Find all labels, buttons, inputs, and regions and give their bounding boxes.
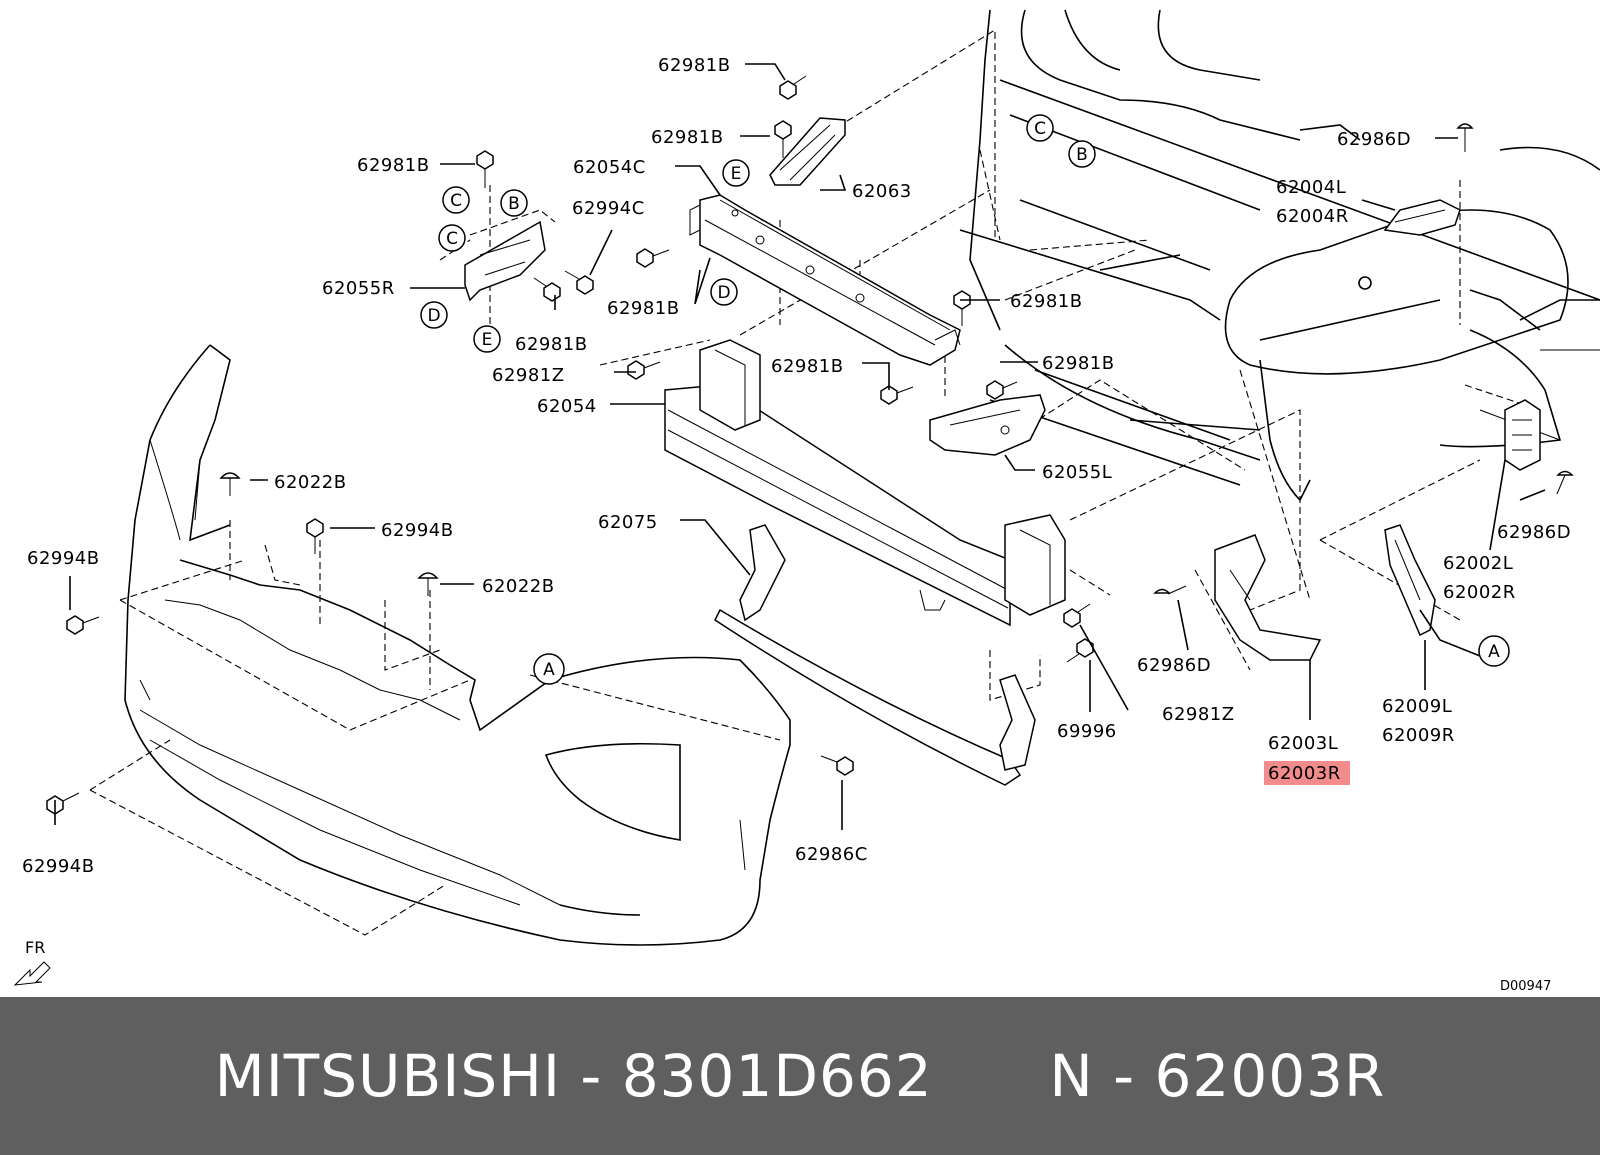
- bracket-62063: [769, 117, 846, 186]
- label-62986d-3: 62986D: [1137, 655, 1211, 676]
- callout-circles: C B C C B D E E D A A: [420, 114, 1510, 685]
- label-62994b-1: 62994B: [381, 520, 454, 541]
- upper-beam-62054c: [689, 194, 961, 366]
- label-62986d-1: 62986D: [1337, 129, 1411, 150]
- bracket-62009: [1384, 524, 1436, 637]
- label-62055l: 62055L: [1042, 462, 1112, 483]
- label-62022b-1: 62022B: [274, 472, 347, 493]
- leader-lines: [54, 63, 1546, 830]
- diagram-code: D00947: [1500, 979, 1551, 994]
- bracket-62004: [1383, 199, 1461, 236]
- label-62994b-2: 62994B: [27, 548, 100, 569]
- svg-text:C: C: [450, 191, 462, 211]
- svg-text:C: C: [446, 229, 458, 249]
- svg-text:D: D: [717, 283, 730, 303]
- label-62981b-4: 62981B: [607, 298, 680, 319]
- label-62022b-2: 62022B: [482, 576, 555, 597]
- label-62075: 62075: [598, 512, 658, 533]
- callout-b-1: B: [1068, 140, 1096, 168]
- bracket-62055l: [929, 394, 1046, 456]
- label-62004l: 62004L: [1276, 177, 1346, 198]
- label-62994b-3: 62994B: [22, 856, 95, 877]
- callout-c-1: C: [1026, 114, 1054, 142]
- label-62981b-5: 62981B: [515, 334, 588, 355]
- bracket-62003r: [1214, 534, 1322, 661]
- label-62981z-1: 62981Z: [492, 365, 565, 386]
- svg-text:A: A: [543, 660, 555, 680]
- reinforcement-bar-62054: [664, 339, 1066, 627]
- front-direction-indicator: FR: [13, 938, 51, 986]
- label-62981b-1: 62981B: [658, 55, 731, 76]
- svg-text:A: A: [1488, 642, 1500, 662]
- front-bumper-fascia: [124, 344, 791, 946]
- caption-gap: [933, 1042, 1050, 1110]
- callout-b-2: B: [500, 189, 528, 217]
- callout-a-2: A: [1478, 635, 1510, 667]
- callout-e-2: E: [722, 159, 750, 187]
- label-62009l: 62009L: [1382, 696, 1452, 717]
- svg-text:E: E: [482, 330, 493, 350]
- label-62981b-3: 62981B: [357, 155, 430, 176]
- label-62003l: 62003L: [1268, 733, 1338, 754]
- part-labels: 62981B 62981B 62981B 62054C 62063 62994C…: [22, 55, 1571, 877]
- lower-stiffener-62075: [714, 524, 1036, 786]
- label-62003r: 62003R: [1268, 763, 1341, 784]
- label-62002r: 62002R: [1443, 582, 1516, 603]
- label-62055r: 62055R: [322, 278, 395, 299]
- label-62004r: 62004R: [1276, 206, 1349, 227]
- svg-text:C: C: [1034, 119, 1046, 139]
- callout-c-3: C: [438, 224, 466, 252]
- svg-text:B: B: [1076, 145, 1088, 165]
- callout-e-1: E: [473, 325, 501, 353]
- caption-brand-part: MITSUBISHI - 8301D662: [214, 1042, 933, 1110]
- bracket-62002: [1504, 399, 1541, 471]
- callout-a-1: A: [533, 653, 565, 685]
- label-62986d-2: 62986D: [1497, 522, 1571, 543]
- label-62009r: 62009R: [1382, 725, 1455, 746]
- vehicle-body-outline: [959, 9, 1600, 502]
- highlight-62003r: [1264, 761, 1350, 785]
- callout-d-2: D: [710, 278, 738, 306]
- parts-diagram: C B C C B D E E D A A 62981B 62981B 6298…: [13, 9, 1600, 994]
- caption-ref: N - 62003R: [1049, 1042, 1386, 1110]
- label-69996: 69996: [1057, 721, 1117, 742]
- label-62981z-2: 62981Z: [1162, 704, 1235, 725]
- label-62054c: 62054C: [573, 157, 646, 178]
- svg-text:D: D: [427, 306, 440, 326]
- label-62981b-7: 62981B: [771, 356, 844, 377]
- fastener-bolts: [46, 75, 1574, 815]
- caption-bar: MITSUBISHI - 8301D662 N - 62003R: [0, 997, 1600, 1155]
- label-62981b-6: 62981B: [1010, 291, 1083, 312]
- callout-d-1: D: [420, 301, 448, 329]
- label-62054: 62054: [537, 396, 597, 417]
- label-62981b-8: 62981B: [1042, 353, 1115, 374]
- label-62994c: 62994C: [572, 198, 645, 219]
- svg-text:E: E: [731, 164, 742, 184]
- callout-c-2: C: [442, 186, 470, 214]
- label-62002l: 62002L: [1443, 553, 1513, 574]
- label-62063: 62063: [852, 181, 912, 202]
- svg-text:FR: FR: [25, 938, 45, 957]
- label-62981b-2: 62981B: [651, 127, 724, 148]
- label-62986c: 62986C: [795, 844, 868, 865]
- svg-text:B: B: [508, 194, 520, 214]
- bracket-62055r: [464, 220, 546, 302]
